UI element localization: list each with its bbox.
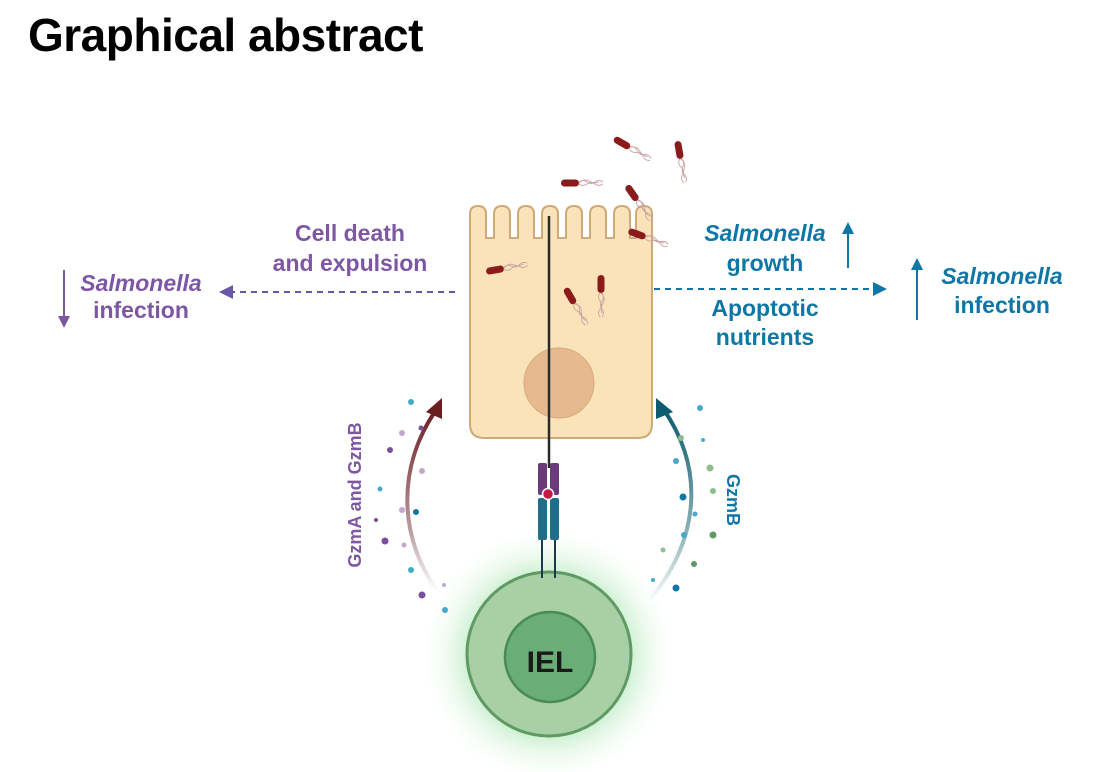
right-granule-dots bbox=[651, 405, 717, 592]
left-granzyme-arrow bbox=[405, 408, 440, 594]
left-salmonella-label: Salmonella bbox=[80, 270, 202, 296]
right-growth-label: growth bbox=[727, 250, 804, 276]
left-granule-dots bbox=[374, 399, 448, 613]
left-granzyme-arrowhead bbox=[426, 398, 442, 419]
left-infection-label: infection bbox=[93, 297, 189, 323]
infection-increase-arrowhead-icon bbox=[911, 258, 923, 270]
right-granzyme-arrow bbox=[646, 408, 694, 604]
left-arrowhead bbox=[219, 285, 233, 299]
iel-nucleus bbox=[503, 610, 597, 704]
right-infection-label: infection bbox=[954, 292, 1050, 318]
right-salmonella-infection-italic: Salmonella bbox=[941, 263, 1063, 289]
iel-label: IEL bbox=[527, 646, 574, 679]
page-title: Graphical abstract bbox=[28, 9, 423, 61]
epithelial-nucleus bbox=[523, 347, 595, 419]
apoptotic-label-line1: Apoptotic bbox=[711, 295, 819, 321]
growth-increase-arrowhead-icon bbox=[842, 222, 854, 234]
decrease-arrowhead-icon bbox=[58, 316, 70, 328]
right-arrowhead bbox=[873, 282, 887, 296]
right-granzyme-label: GzmB bbox=[723, 474, 743, 526]
cell-death-label-line2: and expulsion bbox=[273, 250, 428, 276]
receptor-complex bbox=[538, 463, 559, 578]
cell-death-label-line1: Cell death bbox=[295, 220, 405, 246]
right-salmonella-growth-italic: Salmonella bbox=[704, 220, 826, 246]
left-granzyme-label: GzmA and GzmB bbox=[345, 422, 365, 567]
right-granzyme-arrowhead bbox=[656, 398, 673, 419]
apoptotic-label-line2: nutrients bbox=[716, 324, 814, 350]
